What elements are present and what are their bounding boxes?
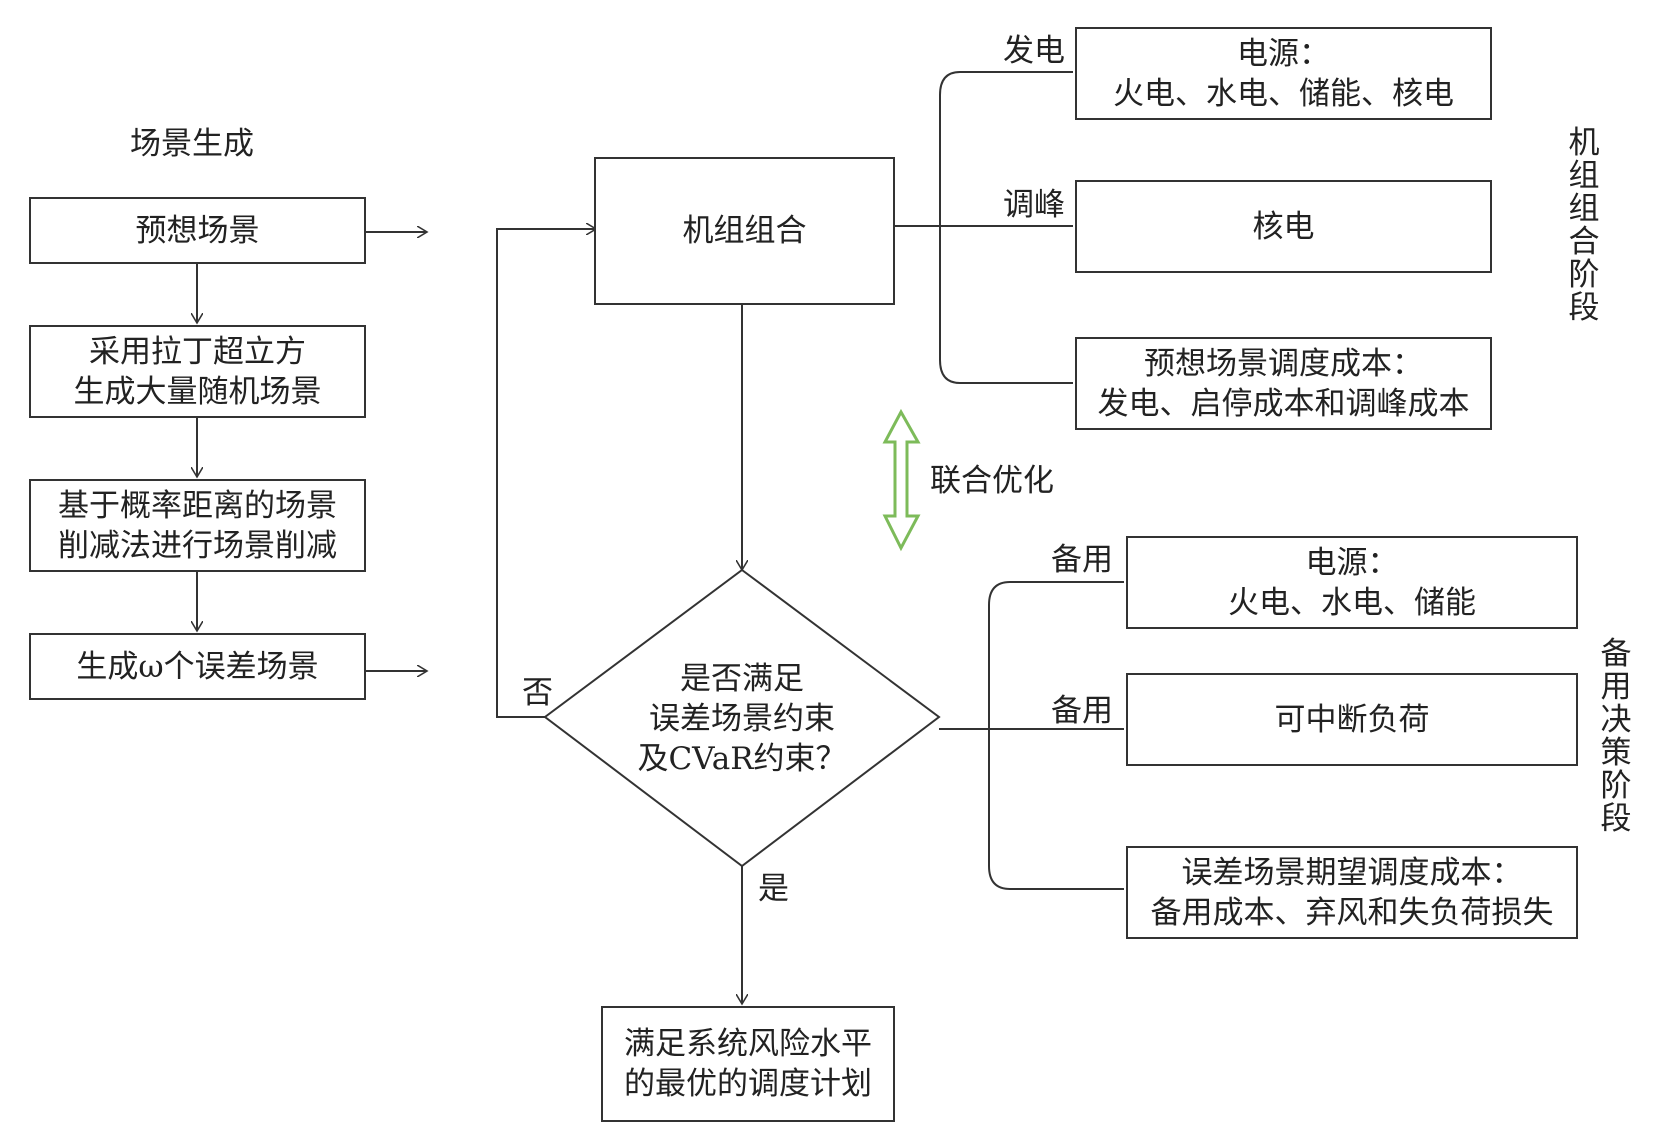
decision-line2: 误差场景约束 bbox=[649, 701, 835, 737]
error-scene-box: 生成ω个误差场景 bbox=[29, 633, 366, 700]
decision-line1: 是否满足 bbox=[680, 661, 804, 697]
reduce-line1: 基于概率距离的场景 bbox=[58, 487, 337, 524]
no-label: 否 bbox=[522, 675, 553, 711]
yes-label: 是 bbox=[758, 871, 789, 907]
unit-commitment-label: 机组组合 bbox=[682, 213, 807, 249]
bottom-box2-label: 可中断负荷 bbox=[1274, 701, 1430, 738]
joint-optimization-label: 联合优化 bbox=[930, 463, 1054, 499]
scene-reduction-box: 基于概率距离的场景 削减法进行场景削减 bbox=[29, 479, 366, 572]
top-box2-label: 核电 bbox=[1252, 208, 1315, 245]
top-box3-line1: 预想场景调度成本： bbox=[1144, 345, 1423, 382]
branch-peak-shaving-label: 调峰 bbox=[1003, 187, 1065, 223]
error-scene-label: 生成ω个误差场景 bbox=[76, 648, 319, 685]
top-box1-line1: 电源： bbox=[1237, 35, 1330, 72]
power-source-box-bottom: 电源： 火电、水电、储能 bbox=[1126, 536, 1578, 629]
branch-reserve-label-2: 备用 bbox=[1051, 693, 1113, 729]
decision-diamond bbox=[543, 568, 941, 868]
reserve-decision-stage-label: 备用决策阶段 bbox=[1600, 636, 1632, 837]
interruptible-load-box: 可中断负荷 bbox=[1126, 673, 1578, 766]
reduce-line2: 削减法进行场景削减 bbox=[58, 527, 337, 564]
top-box3-line2: 发电、启停成本和调峰成本 bbox=[1097, 385, 1470, 422]
top-box1-line2: 火电、水电、储能、核电 bbox=[1113, 75, 1454, 112]
expected-scene-label: 预想场景 bbox=[135, 212, 260, 249]
unit-commitment-stage-label: 机组组合阶段 bbox=[1568, 125, 1600, 326]
lhs-scene-box: 采用拉丁超立方 生成大量随机场景 bbox=[29, 325, 366, 418]
power-source-box-top: 电源： 火电、水电、储能、核电 bbox=[1075, 27, 1492, 120]
lhs-line2: 生成大量随机场景 bbox=[73, 373, 322, 410]
expected-scene-box: 预想场景 bbox=[29, 197, 366, 264]
optimal-schedule-box: 满足系统风险水平 的最优的调度计划 bbox=[601, 1006, 895, 1122]
top-brace bbox=[939, 71, 1073, 384]
error-cost-box: 误差场景期望调度成本： 备用成本、弃风和失负荷损失 bbox=[1126, 846, 1578, 939]
branch-reserve-label-1: 备用 bbox=[1051, 542, 1113, 578]
bottom-box1-line1: 电源： bbox=[1305, 544, 1399, 581]
decision-line3: 及CVaR约束？ bbox=[637, 741, 847, 777]
lhs-line1: 采用拉丁超立方 bbox=[89, 333, 306, 370]
result-line1: 满足系统风险水平 bbox=[624, 1026, 872, 1062]
decision-text: 是否满足 误差场景约束 及CVaR约束？ bbox=[600, 659, 884, 779]
bottom-box3-line1: 误差场景期望调度成本： bbox=[1181, 854, 1523, 891]
expected-cost-box: 预想场景调度成本： 发电、启停成本和调峰成本 bbox=[1075, 337, 1492, 430]
result-line2: 的最优的调度计划 bbox=[624, 1066, 872, 1102]
bottom-box3-line2: 备用成本、弃风和失负荷损失 bbox=[1150, 894, 1554, 931]
scene-generation-title: 场景生成 bbox=[130, 126, 254, 162]
nuclear-box: 核电 bbox=[1075, 180, 1492, 273]
branch-generation-label: 发电 bbox=[1003, 33, 1065, 69]
bottom-box1-line2: 火电、水电、储能 bbox=[1228, 584, 1476, 621]
bottom-brace bbox=[988, 581, 1124, 890]
feedback-loop-no bbox=[496, 229, 596, 718]
joint-optimization-arrow bbox=[882, 408, 921, 552]
unit-commitment-box: 机组组合 bbox=[594, 157, 895, 305]
